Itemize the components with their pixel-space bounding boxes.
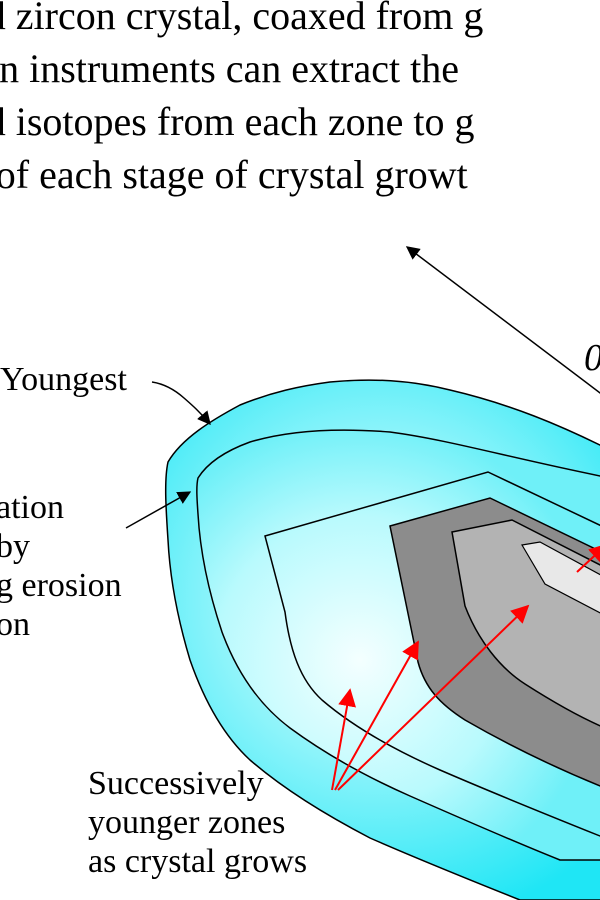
long-black-arrow [405,246,600,394]
red-arrow-core-zone [337,604,530,791]
red-arrow-middle-zone [334,640,419,791]
intro-text-line-3: ad isotopes from each zone to g [0,99,475,144]
zones-note: Successively younger zones as crystal gr… [88,764,307,881]
innermost-core [521,541,600,614]
red-arrow-outer-zone [331,688,356,791]
red-arrow-innermost [576,543,600,573]
middle-zone-outline [264,471,600,837]
erosion-note-line-4: on [0,606,30,643]
youngest-leader-arrow [151,381,211,426]
intro-text-line-1: ed zircon crystal, coaxed from g [0,0,484,38]
zones-note-line-3: as crystal grows [88,843,308,880]
erosion-note-line-1: ation [0,489,64,526]
erosion-note: ation by g erosion on [0,488,122,644]
erosion-leader-arrow [125,491,192,529]
intro-text-line-2: ion instruments can extract the [0,46,459,91]
erosion-note-line-2: by [0,528,30,565]
zones-note-line-2: younger zones [88,804,286,841]
zones-note-line-1: Successively [88,765,264,802]
intro-text-line-4: e of each stage of crystal growt [0,152,468,197]
partial-edge-glyph: 0 [584,337,600,379]
youngest-label: Youngest [0,361,127,398]
erosion-note-line-3: g erosion [0,567,122,604]
